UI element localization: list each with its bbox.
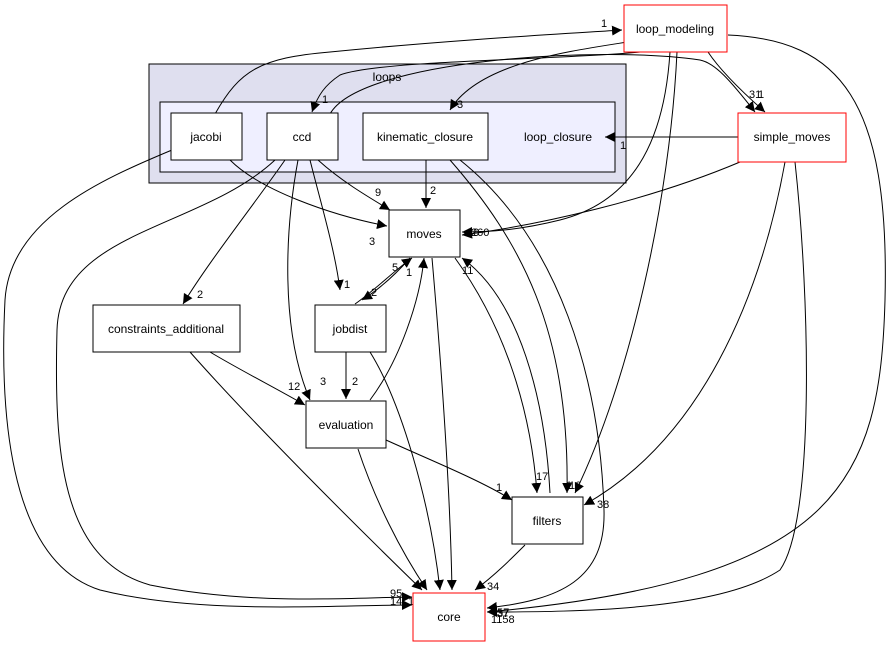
edge-ccd-core[interactable]: [55, 159, 413, 603]
node-loop-closure[interactable]: loop_closure: [524, 130, 592, 144]
edge-evaluation-moves[interactable]: [369, 257, 429, 401]
node-ccd[interactable]: ccd: [266, 112, 339, 161]
edge-label-kinematic-filters: 1: [566, 480, 572, 492]
edge-ccd-constraints[interactable]: [182, 159, 286, 305]
edge-label-loop-modeling-simple-moves: 31: [749, 89, 761, 101]
node-simple-moves-label: simple_moves: [754, 130, 831, 144]
edge-label-jobdist-moves: 5: [392, 262, 398, 274]
edge-label-simple-moves-filters: 38: [597, 499, 609, 511]
edge-evaluation-core[interactable]: [357, 448, 428, 591]
edge-loop-modeling-ccd[interactable]: [310, 51, 641, 113]
node-constraints-additional-box: [92, 304, 241, 353]
edge-label-loop-modeling-core: 1158: [491, 614, 515, 626]
edge-label-evaluation-filters: 1: [496, 482, 502, 494]
edge-label-moves-jobdist: 2: [371, 287, 377, 299]
edge-label-kinematic-core: 57: [497, 607, 509, 619]
edge-filters-core[interactable]: [474, 544, 526, 591]
edge-label-loop-modeling-ccd: 1: [322, 94, 328, 106]
edge-evaluation-filters[interactable]: [385, 439, 513, 501]
edge-label-filters-core: 34: [487, 581, 499, 593]
edge-loop-modeling-simple-moves[interactable]: [707, 51, 766, 113]
node-kinematic-closure[interactable]: kinematic_closure: [362, 112, 489, 161]
edge-jobdist-core[interactable]: [369, 351, 444, 591]
node-kinematic-closure-box: [362, 112, 489, 161]
edge-label-loop-modeling-filters: 16: [569, 480, 581, 492]
cluster-loops-label: loops: [373, 70, 402, 84]
edge-loop-modeling-moves[interactable]: [461, 51, 671, 237]
edge-loop-modeling-core[interactable]: [486, 34, 886, 617]
edge-simple-moves-moves[interactable]: [461, 161, 741, 239]
edge-simple-moves-filters[interactable]: [583, 161, 786, 506]
node-jobdist-label: jobdist: [332, 322, 368, 336]
node-simple-moves-box: [737, 112, 847, 163]
edge-jobdist-moves[interactable]: [354, 257, 413, 305]
edge-label-ccd-evaluation: 3: [320, 376, 326, 388]
node-ccd-label: ccd: [293, 130, 312, 144]
node-core-box: [412, 592, 486, 642]
edge-label-simple-moves-core: 37: [497, 608, 509, 620]
edge-label-moves-filters: 17: [536, 471, 548, 483]
node-evaluation-box: [305, 400, 387, 449]
edges: [3, 25, 886, 617]
node-loop-closure-label: loop_closure: [524, 130, 592, 144]
edge-label-kinematic-moves: 2: [430, 185, 436, 197]
node-jacobi[interactable]: jacobi: [170, 112, 243, 161]
edge-kinematic-core[interactable]: [459, 159, 605, 612]
node-moves[interactable]: moves: [388, 209, 461, 258]
edge-label-loop-modeling-moves: 260: [471, 227, 489, 239]
edge-constraints-evaluation[interactable]: [209, 351, 306, 406]
node-kinematic-closure-label: kinematic_closure: [377, 130, 473, 144]
edge-label-jacobi-loop-modeling: 1: [601, 18, 607, 30]
edge-label-jacobi-moves: 3: [369, 236, 375, 248]
node-evaluation[interactable]: evaluation: [305, 400, 387, 449]
node-moves-box: [388, 209, 461, 258]
edge-loop-modeling-kinematic[interactable]: [449, 39, 641, 111]
node-filters-box: [511, 496, 584, 545]
edge-moves-core[interactable]: [431, 257, 457, 591]
node-moves-label: moves: [406, 227, 441, 241]
node-ccd-box: [266, 112, 339, 161]
edge-kinematic-filters[interactable]: [449, 159, 573, 494]
edge-label-jobdist-evaluation: 2: [352, 376, 358, 388]
node-core[interactable]: core: [412, 592, 486, 642]
edge-label-ccd-jobdist: 1: [344, 279, 350, 291]
edge-constraints-core[interactable]: [189, 351, 423, 591]
node-jobdist[interactable]: jobdist: [314, 304, 387, 353]
node-filters-label: filters: [533, 514, 562, 528]
edge-simple-moves-core[interactable]: [486, 161, 807, 617]
edge-label-ccd-core: 95: [390, 588, 402, 600]
edge-label-ccd-constraints: 2: [197, 289, 203, 301]
node-filters[interactable]: filters: [511, 496, 584, 545]
edge-ccd-jobdist[interactable]: [309, 159, 344, 291]
node-jobdist-box: [314, 304, 387, 353]
node-loop-modeling[interactable]: loop_modeling: [623, 4, 728, 53]
node-jacobi-label: jacobi: [189, 130, 221, 144]
node-evaluation-label: evaluation: [319, 418, 374, 432]
edge-label-loop-modeling-kinematic: 3: [457, 99, 463, 111]
node-loop-modeling-label: loop_modeling: [636, 22, 714, 36]
edge-jacobi-core[interactable]: [3, 149, 413, 611]
edge-label-simple-moves-loop-closure: 1: [620, 140, 626, 152]
node-jacobi-box: [170, 112, 243, 161]
edge-label-jacobi-core: 14: [390, 596, 402, 608]
edge-label-ccd-simple-moves: 1: [758, 89, 764, 101]
node-simple-moves[interactable]: simple_moves: [737, 112, 847, 163]
node-constraints-additional-label: constraints_additional: [108, 322, 224, 336]
edge-jacobi-loop-modeling[interactable]: [214, 25, 623, 115]
edge-moves-filters[interactable]: [454, 257, 542, 494]
edge-label-filters-moves: 11: [462, 265, 473, 277]
edge-ccd-evaluation[interactable]: [287, 159, 311, 401]
edge-ccd-moves[interactable]: [317, 159, 391, 211]
edge-label-constraints-evaluation: 12: [288, 381, 300, 393]
edge-jacobi-moves[interactable]: [229, 159, 388, 230]
edge-filters-moves[interactable]: [461, 257, 551, 494]
edge-loop-modeling-filters[interactable]: [574, 51, 678, 494]
node-loop-modeling-box: [623, 4, 728, 53]
edge-label-ccd-moves: 9: [375, 187, 381, 199]
node-constraints-additional[interactable]: constraints_additional: [92, 304, 241, 353]
edge-label-simple-moves-moves: 20: [467, 227, 479, 239]
edge-label-evaluation-moves: 1: [406, 267, 412, 279]
node-core-label: core: [437, 610, 461, 624]
